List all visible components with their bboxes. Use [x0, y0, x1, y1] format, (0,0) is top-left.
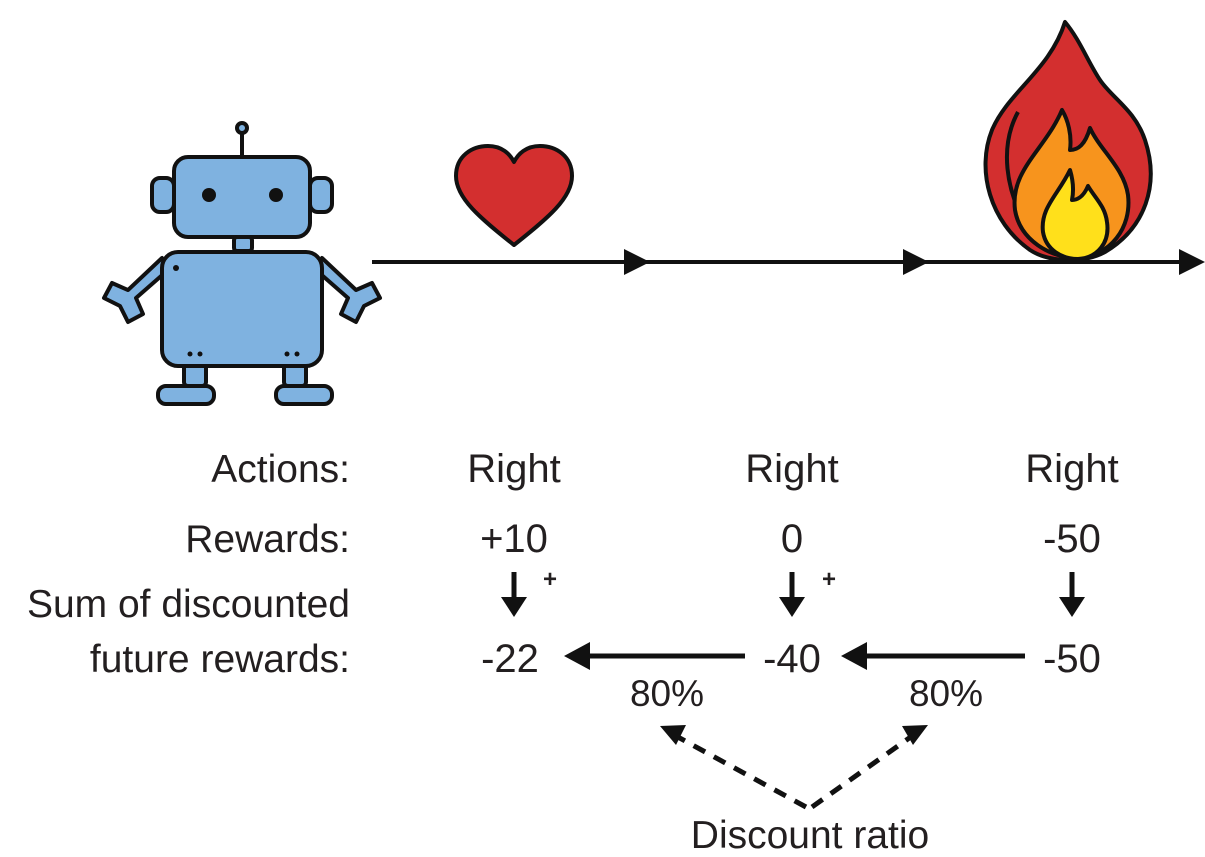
dashed-pointer-head	[902, 725, 928, 745]
action-value: Right	[745, 447, 838, 491]
heart-icon	[454, 144, 574, 247]
discount-percent: 80%	[909, 673, 983, 714]
timeline-arrowhead-3	[1179, 249, 1205, 275]
sum-label-line1: Sum of discounted	[27, 583, 350, 626]
backprop-arrowhead	[564, 642, 590, 670]
reward-value: -50	[1043, 517, 1101, 561]
plus-sign: +	[543, 566, 557, 593]
reward-value: +10	[480, 517, 548, 561]
fire-icon	[983, 20, 1153, 262]
action-value: Right	[1025, 447, 1118, 491]
down-arrows	[511, 572, 1075, 600]
discount-ratio-label: Discount ratio	[691, 814, 929, 857]
dashed-pointer	[810, 733, 914, 810]
down-arrowhead	[1059, 597, 1085, 617]
reward-value: 0	[781, 517, 803, 561]
discounted-sum-value: -40	[763, 637, 821, 681]
down-arrowhead	[501, 597, 527, 617]
backprop-arrowhead	[841, 642, 867, 670]
action-value: Right	[467, 447, 560, 491]
dashed-pointer	[674, 733, 808, 810]
discount-percent: 80%	[630, 673, 704, 714]
rewards-label: Rewards:	[185, 518, 350, 561]
timeline-arrowhead-2	[903, 249, 929, 275]
discounted-sum-value: -22	[481, 637, 539, 681]
down-arrowhead	[779, 597, 805, 617]
sum-label-line2: future rewards:	[90, 638, 350, 681]
robot-icon	[102, 121, 382, 406]
discounted-sum-value: -50	[1043, 637, 1101, 681]
plus-sign: +	[822, 566, 836, 593]
actions-label: Actions:	[211, 448, 350, 491]
dashed-pointer-head	[660, 725, 686, 745]
timeline-arrowhead-1	[624, 249, 650, 275]
